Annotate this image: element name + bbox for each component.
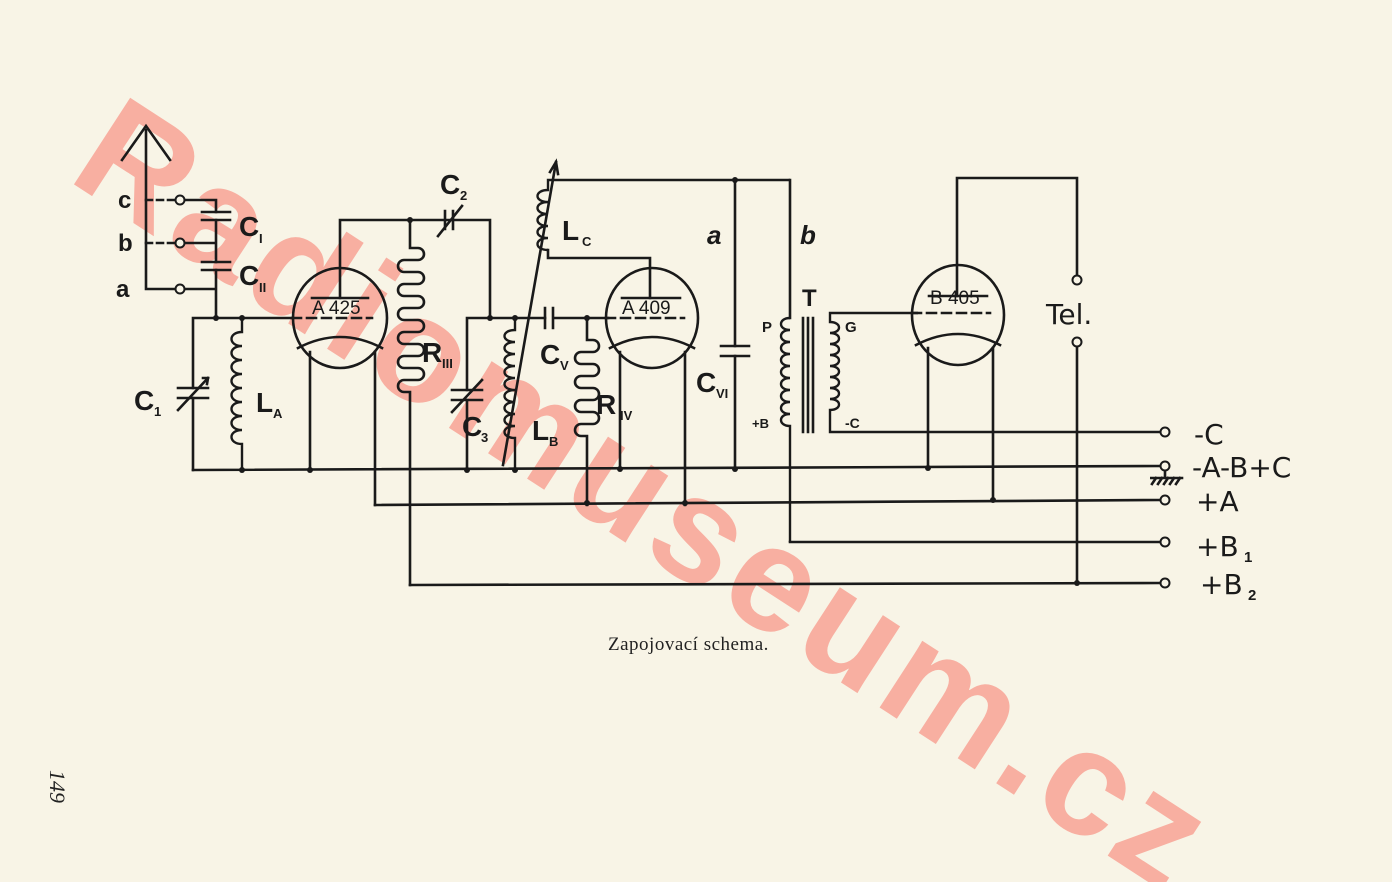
tap-c-label: c <box>118 187 131 214</box>
c3-sub: 3 <box>481 430 488 445</box>
transformer-label: T <box>802 285 817 312</box>
c1-top-label: C <box>239 211 259 242</box>
terminal-plus-a[interactable] <box>1159 494 1171 506</box>
c2-sub: 2 <box>460 188 467 203</box>
c2-top-label: C <box>239 260 259 291</box>
terminal-plus-b2[interactable] <box>1159 577 1171 589</box>
figure-caption: Zapojovací schema. <box>608 634 769 655</box>
r4-label: R <box>596 389 616 420</box>
terminal-label-plus-a: +A <box>1196 485 1239 518</box>
cvi-label: C <box>696 367 716 398</box>
point-b-label: b <box>800 220 816 250</box>
c1-var-label: C <box>134 385 154 416</box>
c1-var-sub: 1 <box>154 404 161 419</box>
terminal-sub-b1: 1 <box>1244 549 1252 566</box>
terminal-sub-b2: 2 <box>1248 587 1256 604</box>
secondary-c-label: -C <box>845 415 860 431</box>
r3-sub: III <box>442 356 453 371</box>
stage-1 <box>176 204 492 587</box>
cv-sub: V <box>560 358 569 373</box>
lc-sub: C <box>582 234 592 249</box>
secondary-label: G <box>845 319 857 336</box>
antenna <box>120 123 232 320</box>
terminals <box>1159 426 1171 589</box>
tube-a425-label: A 425 <box>312 298 361 319</box>
terminal-ground[interactable] <box>1159 460 1171 472</box>
cv-label: C <box>540 339 560 370</box>
c1-top-sub: I <box>259 231 263 246</box>
r4-sub: IV <box>620 408 633 423</box>
telephone-label: Tel. <box>1045 298 1092 331</box>
primary-b-label: +B <box>752 416 769 431</box>
cvi-sub: VI <box>716 386 728 401</box>
point-a-label: a <box>707 220 721 250</box>
terminal-label-plus-b2: +B <box>1200 568 1243 601</box>
lb-label: L <box>532 415 549 446</box>
lb-sub: B <box>549 434 558 449</box>
r3-label: R <box>422 337 442 368</box>
c2-top-sub: II <box>259 280 266 295</box>
supply-rails <box>191 464 1184 587</box>
page-number: 149 <box>45 770 70 803</box>
c3-label: C <box>462 411 482 442</box>
tap-b-label: b <box>118 230 133 257</box>
la-label: L <box>256 387 273 418</box>
c2-label: C <box>440 169 460 200</box>
stage-output <box>779 176 1160 585</box>
terminal-label-minus-c: -C <box>1194 418 1224 451</box>
stage-2 <box>450 158 790 507</box>
watermark: Radiomuseum.cz <box>48 65 1245 882</box>
la-sub: A <box>273 406 283 421</box>
tube-b405-label: B 405 <box>930 288 980 309</box>
tube-a409-label: A 409 <box>622 298 671 319</box>
terminal-minus-c[interactable] <box>1159 426 1171 438</box>
lc-label: L <box>562 215 579 246</box>
terminal-label-plus-b1: +B <box>1196 530 1239 563</box>
terminal-label-ground: -A-B+C <box>1192 451 1291 484</box>
terminal-plus-b1[interactable] <box>1159 536 1171 548</box>
tap-a-label: a <box>116 276 130 303</box>
primary-label: P <box>762 319 772 336</box>
